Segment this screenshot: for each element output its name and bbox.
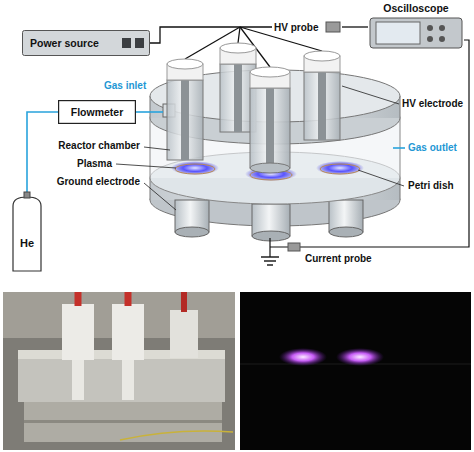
- leader-line: [116, 164, 176, 168]
- photo-electrode: [112, 304, 144, 360]
- node-shape: [12, 192, 42, 272]
- power-knob: [135, 38, 144, 48]
- petri-dish: [320, 164, 360, 174]
- hv-electrode: [167, 80, 203, 160]
- leader-line: [342, 86, 399, 104]
- node-text: Power source: [30, 37, 99, 50]
- ground-wire: [269, 238, 270, 257]
- oscilloscope-device: Oscilloscope: [368, 2, 464, 50]
- ground-electrode: [175, 227, 209, 237]
- plasma-glow-photo: [279, 348, 327, 366]
- part-label: Gas outlet: [408, 142, 457, 154]
- gas-outlet-line: [393, 147, 405, 149]
- cylinder-valve: [24, 192, 30, 198]
- leader-line: [358, 170, 404, 186]
- hv-electrode-rod: [234, 64, 242, 132]
- photo-electrode-rod: [122, 360, 134, 400]
- connector-line: [27, 112, 58, 192]
- power-knob: [122, 38, 131, 48]
- ground-symbol: [264, 260, 276, 261]
- leader-line: [144, 183, 176, 210]
- oscilloscope-knob: [427, 25, 433, 31]
- cylinder-outline: [13, 197, 41, 271]
- oscilloscope-screen: [376, 22, 420, 44]
- photo-electrode: [170, 310, 198, 358]
- part-label: Plasma: [77, 158, 112, 170]
- hv-electrode-rod: [266, 88, 274, 168]
- node-text: HV probe: [274, 21, 318, 34]
- hv-electrode-rod: [318, 72, 326, 140]
- oscilloscope-body: [370, 18, 462, 48]
- plasma-glow: [316, 161, 364, 175]
- plasma-glow: [171, 161, 219, 175]
- photo-red-cable: [181, 292, 187, 312]
- photo-acrylic-plate: [24, 402, 222, 442]
- flowmeter-box: Flowmeter: [58, 100, 136, 124]
- leader-line: [144, 147, 170, 150]
- plasma-photo: [240, 292, 471, 450]
- gas-cylinder: He: [12, 192, 42, 272]
- photo-electrode-rod: [72, 360, 84, 400]
- part-label: Petri dish: [408, 180, 454, 192]
- part-label: Ground electrode: [57, 176, 140, 188]
- ground-electrode: [329, 227, 363, 237]
- electrode-cap: [167, 59, 203, 69]
- ground-symbol: [267, 264, 273, 265]
- photo-red-cable: [125, 292, 132, 306]
- power-source-outline: [23, 31, 150, 56]
- part-label: Gas inlet: [104, 80, 146, 92]
- petri-dish: [175, 164, 215, 174]
- hv-electrode: [304, 72, 340, 140]
- oscilloscope-knob: [439, 25, 445, 31]
- hv-electrode: [250, 88, 290, 168]
- oscilloscope-knob: [427, 36, 433, 42]
- electrode-cap: [220, 43, 256, 53]
- probe-symbol: [326, 22, 340, 32]
- node-text: He: [20, 237, 34, 250]
- reactor-photo: [3, 292, 235, 450]
- electrode-cap: [250, 67, 290, 77]
- part-label: HV electrode: [402, 98, 463, 110]
- electrode-cap: [304, 51, 340, 61]
- ground-electrode: [252, 231, 290, 241]
- node-text: Flowmeter: [71, 106, 124, 119]
- current-probe-symbol: [288, 243, 300, 251]
- photo-yellow-wire: [120, 431, 233, 440]
- plasma-glow-photo: [336, 348, 384, 366]
- flowmeter-outline: [59, 101, 136, 124]
- probe-box: HV probe: [272, 19, 342, 35]
- photo-red-cable: [75, 292, 82, 306]
- ground-symbol: [261, 256, 279, 257]
- power-source-box: Power source: [22, 30, 150, 56]
- hv-electrode: [250, 163, 290, 173]
- connector-line: [150, 27, 272, 43]
- oscilloscope-knob: [439, 36, 445, 42]
- current-probe-wire: [270, 40, 469, 247]
- photo-plate-gap: [24, 420, 222, 423]
- hv-wire: [238, 27, 240, 43]
- part-label: Current probe: [305, 253, 372, 265]
- connector-line: [342, 26, 368, 27]
- gas-line: [136, 111, 163, 113]
- node-text: Oscilloscope: [383, 2, 448, 15]
- hv-electrode-rod: [181, 80, 189, 160]
- part-label: Reactor chamber: [58, 140, 140, 152]
- photo-electrode: [62, 304, 94, 360]
